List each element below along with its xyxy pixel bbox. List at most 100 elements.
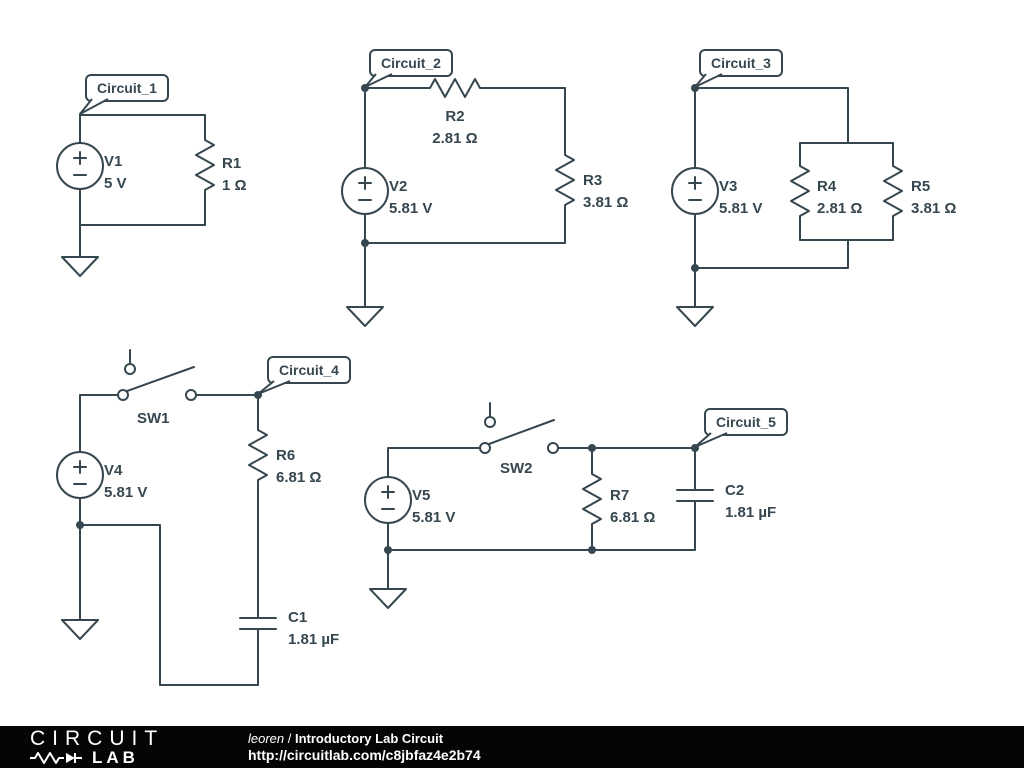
- r7-value-label: 6.81 Ω: [610, 509, 655, 526]
- circuit-5-label: Circuit_5: [716, 414, 776, 430]
- sw2-label: SW2: [500, 460, 533, 477]
- resistor-r3: [555, 87, 575, 244]
- v3-name-label: V3: [719, 178, 737, 195]
- r4-value-label: 2.81 Ω: [817, 200, 862, 217]
- node-dot: [588, 546, 596, 554]
- resistor-r5: [883, 142, 903, 241]
- wires: [387, 402, 696, 590]
- logo-circuit-text: CIRCUIT: [30, 726, 165, 750]
- circuit-1-labels: V1 5 V R1 1 Ω: [104, 153, 247, 194]
- node-dot: [76, 521, 84, 529]
- circuit-5-callout: Circuit_5: [694, 408, 788, 448]
- ground-icon: [346, 306, 384, 327]
- separator: /: [284, 731, 295, 746]
- schematic-svg: V1 5 V R1 1 Ω Circuit_1: [56, 49, 956, 686]
- ground-icon: [369, 588, 407, 609]
- circuit-4-label: Circuit_4: [279, 362, 339, 378]
- plus-icon: [358, 176, 372, 190]
- r6-name-label: R6: [276, 447, 295, 464]
- switch-sw2: [479, 416, 559, 454]
- capacitor-c2: [676, 489, 714, 502]
- voltage-source-v2: [341, 167, 389, 215]
- voltage-source-v4: [56, 451, 104, 499]
- resistor-r6: [248, 394, 268, 619]
- schematic-canvas: V1 5 V R1 1 Ω Circuit_1: [56, 49, 957, 686]
- node-dot: [361, 239, 369, 247]
- r6-value-label: 6.81 Ω: [276, 469, 321, 486]
- r2-name-label: R2: [445, 108, 464, 125]
- v2-value-label: 5.81 V: [389, 200, 432, 217]
- author-title-line: leoren / Introductory Lab Circuit: [248, 730, 481, 747]
- voltage-source-v3: [671, 167, 719, 215]
- circuit-3-callout: Circuit_3: [694, 49, 783, 88]
- capacitor-c1: [239, 617, 277, 630]
- wires: [79, 349, 259, 686]
- circuit-3: [671, 84, 903, 327]
- v2-name-label: V2: [389, 178, 407, 195]
- v5-name-label: V5: [412, 487, 430, 504]
- r1-value-label: 1 Ω: [222, 177, 247, 194]
- r5-value-label: 3.81 Ω: [911, 200, 956, 217]
- v3-value-label: 5.81 V: [719, 200, 762, 217]
- plus-icon: [381, 485, 395, 499]
- circuit-4: [56, 349, 277, 686]
- c1-value-label: 1.81 µF: [288, 631, 339, 648]
- voltage-source-v1: [56, 142, 104, 190]
- switch-sw1: [117, 363, 197, 401]
- v1-value-label: 5 V: [104, 175, 127, 192]
- v4-name-label: V4: [104, 462, 123, 479]
- plus-icon: [73, 151, 87, 165]
- circuitlab-logo: CIRCUIT LAB: [30, 726, 200, 767]
- voltage-source-v5: [364, 476, 412, 524]
- circuit-2-callout: Circuit_2: [364, 49, 453, 88]
- ground-icon: [676, 306, 714, 327]
- circuit-2-label: Circuit_2: [381, 55, 441, 71]
- node-dot: [588, 444, 596, 452]
- r3-name-label: R3: [583, 172, 602, 189]
- v5-value-label: 5.81 V: [412, 509, 455, 526]
- circuit-5: [364, 402, 714, 609]
- resistor-diode-glyph-icon: [30, 751, 82, 764]
- v1-name-label: V1: [104, 153, 122, 170]
- circuit-5-labels: SW2 V5 5.81 V R7 6.81 Ω C2 1.81 µF: [412, 460, 776, 526]
- resistor-r4: [790, 142, 810, 241]
- circuit-url[interactable]: http://circuitlab.com/c8jbfaz4e2b74: [248, 747, 481, 763]
- author-name: leoren: [248, 731, 285, 746]
- c2-name-label: C2: [725, 482, 744, 499]
- switch-arm: [126, 366, 195, 392]
- r7-name-label: R7: [610, 487, 629, 504]
- c2-value-label: 1.81 µF: [725, 504, 776, 521]
- node-dot: [384, 546, 392, 554]
- circuit-4-labels: SW1 V4 5.81 V R6 6.81 Ω C1 1.81 µF: [104, 410, 339, 648]
- circuit-2-labels: R2 2.81 Ω V2 5.81 V R3 3.81 Ω: [389, 108, 628, 217]
- circuit-4-callout: Circuit_4: [257, 356, 351, 395]
- circuit-title: Introductory Lab Circuit: [294, 731, 444, 746]
- r4-name-label: R4: [817, 178, 837, 195]
- footer-credits: leoren / Introductory Lab Circuit http:/…: [248, 730, 481, 764]
- wires: [79, 114, 206, 258]
- circuit-1-callout: Circuit_1: [79, 74, 169, 115]
- switch-arm: [488, 419, 555, 445]
- node-dot: [691, 264, 699, 272]
- ground-icon: [61, 256, 99, 277]
- logo-lab-text: LAB: [92, 747, 139, 767]
- r2-value-label: 2.81 Ω: [432, 130, 477, 147]
- circuit-3-labels: V3 5.81 V R4 2.81 Ω R5 3.81 Ω: [719, 178, 956, 217]
- wires: [364, 87, 566, 308]
- circuit-2: [341, 78, 575, 327]
- r1-name-label: R1: [222, 155, 241, 172]
- sw1-label: SW1: [137, 410, 170, 427]
- resistor-r7: [582, 447, 602, 551]
- wires: [694, 87, 894, 308]
- ground-icon: [61, 619, 99, 640]
- resistor-r1: [195, 114, 215, 226]
- c1-name-label: C1: [288, 609, 307, 626]
- footer-bar: CIRCUIT LAB leoren / Introductory Lab Ci…: [0, 726, 1024, 768]
- circuit-1-label: Circuit_1: [97, 80, 157, 96]
- plus-icon: [688, 176, 702, 190]
- resistor-r2-and-topwire: [364, 78, 566, 98]
- circuit-1: [56, 114, 215, 277]
- r5-name-label: R5: [911, 178, 930, 195]
- r3-value-label: 3.81 Ω: [583, 194, 628, 211]
